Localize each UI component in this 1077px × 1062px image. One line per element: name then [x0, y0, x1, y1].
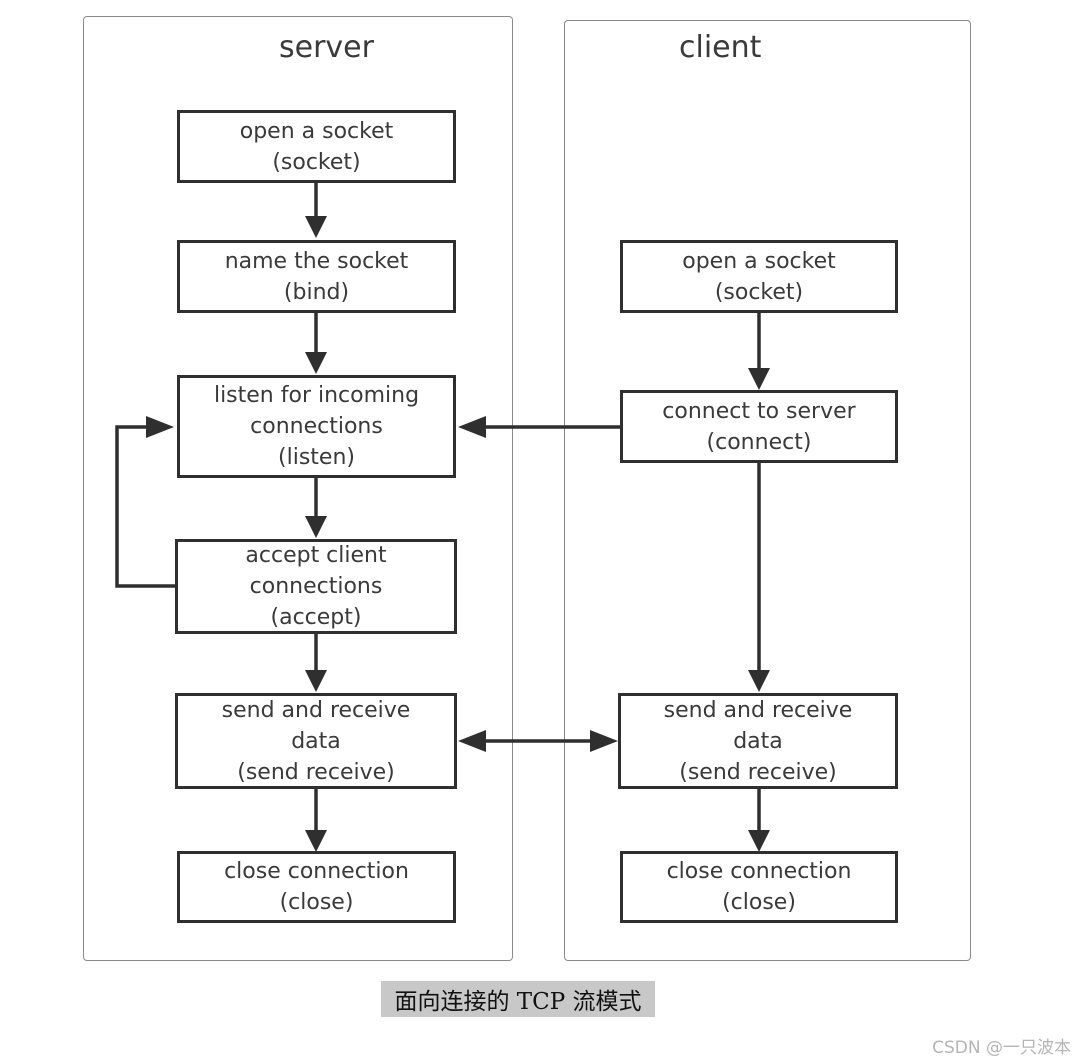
client-node-send-receive: send and receive data (send receive) — [618, 693, 898, 789]
server-node-close-line1: close connection — [224, 859, 409, 884]
server-node-close: close connection (close) — [177, 851, 456, 923]
client-node-send-line1: send and receive — [663, 697, 853, 723]
server-node-listen-line3: (listen) — [278, 445, 355, 470]
figure-caption: 面向连接的 TCP 流模式 — [381, 981, 655, 1017]
client-node-send-line3: (send receive) — [679, 759, 837, 785]
server-lane-title: server — [279, 30, 374, 65]
client-node-socket-line1: open a socket — [682, 248, 836, 274]
client-node-send-line2: data — [733, 728, 783, 754]
server-node-close-line2: (close) — [279, 890, 354, 915]
server-node-accept-line3: (accept) — [270, 605, 362, 630]
server-node-accept: accept client connections (accept) — [175, 539, 457, 634]
server-node-listen-line2: connections — [250, 414, 383, 439]
client-node-socket-line2: (socket) — [714, 279, 804, 305]
server-node-listen: listen for incoming connections (listen) — [177, 375, 456, 478]
server-node-send-line3: (send receive) — [237, 759, 395, 785]
server-node-send-line1: send and receive — [221, 697, 411, 723]
server-node-socket-line1: open a socket — [239, 118, 394, 144]
server-node-bind-line2: (bind) — [283, 279, 350, 305]
client-node-socket: open a socket (socket) — [620, 240, 898, 313]
server-node-send-receive: send and receive data (send receive) — [175, 693, 457, 789]
client-node-close-line1: close connection — [666, 859, 852, 884]
client-lane — [564, 20, 971, 961]
server-node-bind-line1: name the socket — [224, 248, 409, 274]
client-node-close: close connection (close) — [620, 851, 898, 923]
csdn-watermark: CSDN @一只波本 — [932, 1038, 1071, 1058]
server-node-listen-line1: listen for incoming — [213, 383, 420, 408]
server-node-socket-line2: (socket) — [272, 149, 361, 175]
server-node-bind: name the socket (bind) — [177, 240, 456, 313]
client-node-connect-line1: connect to server — [662, 398, 856, 424]
edge-accept-loop — [115, 425, 176, 588]
client-lane-title: client — [679, 30, 762, 65]
client-node-connect: connect to server (connect) — [620, 390, 898, 463]
server-node-accept-line1: accept client — [245, 543, 387, 568]
server-node-accept-line2: connections — [249, 574, 383, 599]
client-node-close-line2: (close) — [722, 890, 796, 915]
server-node-send-line2: data — [291, 728, 341, 754]
client-node-connect-line2: (connect) — [706, 429, 812, 455]
server-node-socket: open a socket (socket) — [177, 110, 456, 183]
